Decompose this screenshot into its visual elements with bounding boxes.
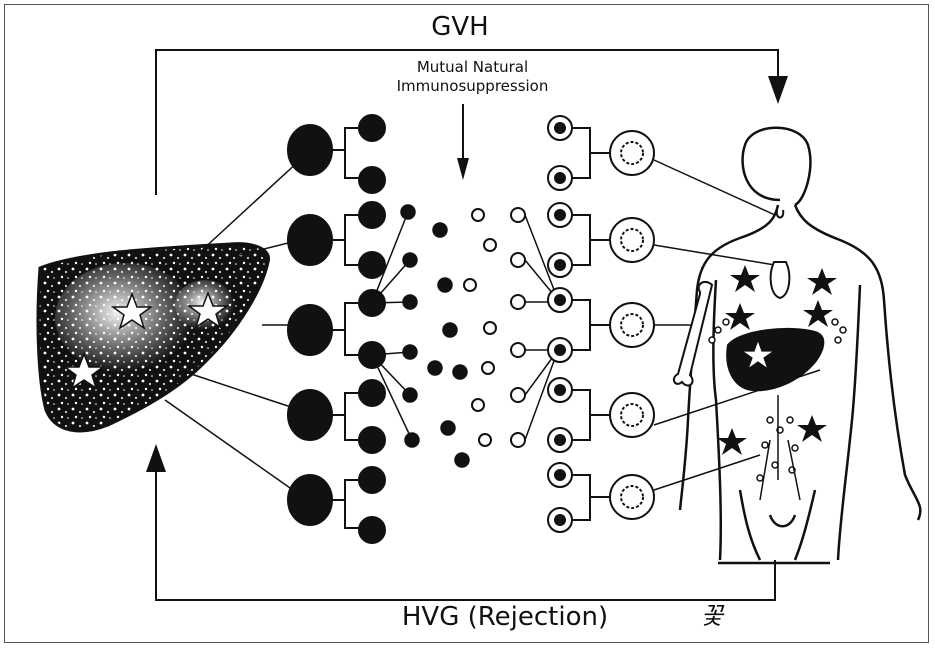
hvg-arrow xyxy=(146,444,776,601)
mutual-suppression-arrow xyxy=(457,104,469,180)
thymus-icon xyxy=(769,209,791,300)
recipient-leukocyte-group xyxy=(547,462,655,533)
hvg-label: HVG (Rejection) xyxy=(401,602,609,632)
recipient-small-cells xyxy=(463,207,526,448)
liver-star-icon xyxy=(186,290,230,329)
donor-leukocyte-group xyxy=(287,466,386,544)
donor-leukocyte-group xyxy=(287,289,386,369)
donor-leukocyte-group xyxy=(287,379,386,454)
gvh-label: GVH xyxy=(431,12,489,42)
figure-frame xyxy=(4,4,929,643)
bone-icon xyxy=(672,281,714,387)
lymph-nodes xyxy=(708,318,847,501)
recipient-leukocyte-group xyxy=(547,202,655,278)
donor-leukocyte-group xyxy=(287,201,386,279)
donor-liver xyxy=(36,242,271,433)
recipient-small-cell-lines xyxy=(524,214,559,441)
tissue-star-icons xyxy=(717,265,837,455)
recipient-liver-icon xyxy=(726,327,825,392)
artist-signature: 꽃 xyxy=(700,602,724,630)
liver-star-icon xyxy=(62,351,106,390)
mutual-label-line2: Immunosuppression xyxy=(396,77,549,95)
mutual-immunosuppression-label: Mutual Natural Immunosuppression xyxy=(385,58,560,96)
donor-leukocyte-group xyxy=(287,114,386,194)
recipient-leukocyte-group xyxy=(547,377,655,453)
gvh-arrow xyxy=(155,49,788,195)
recipient-leukocyte-group xyxy=(547,287,655,363)
mutual-label-line1: Mutual Natural xyxy=(416,58,529,76)
recipient-leukocyte-group xyxy=(547,115,655,191)
donor-small-cells xyxy=(371,204,470,468)
liver-star-icon xyxy=(110,291,154,330)
